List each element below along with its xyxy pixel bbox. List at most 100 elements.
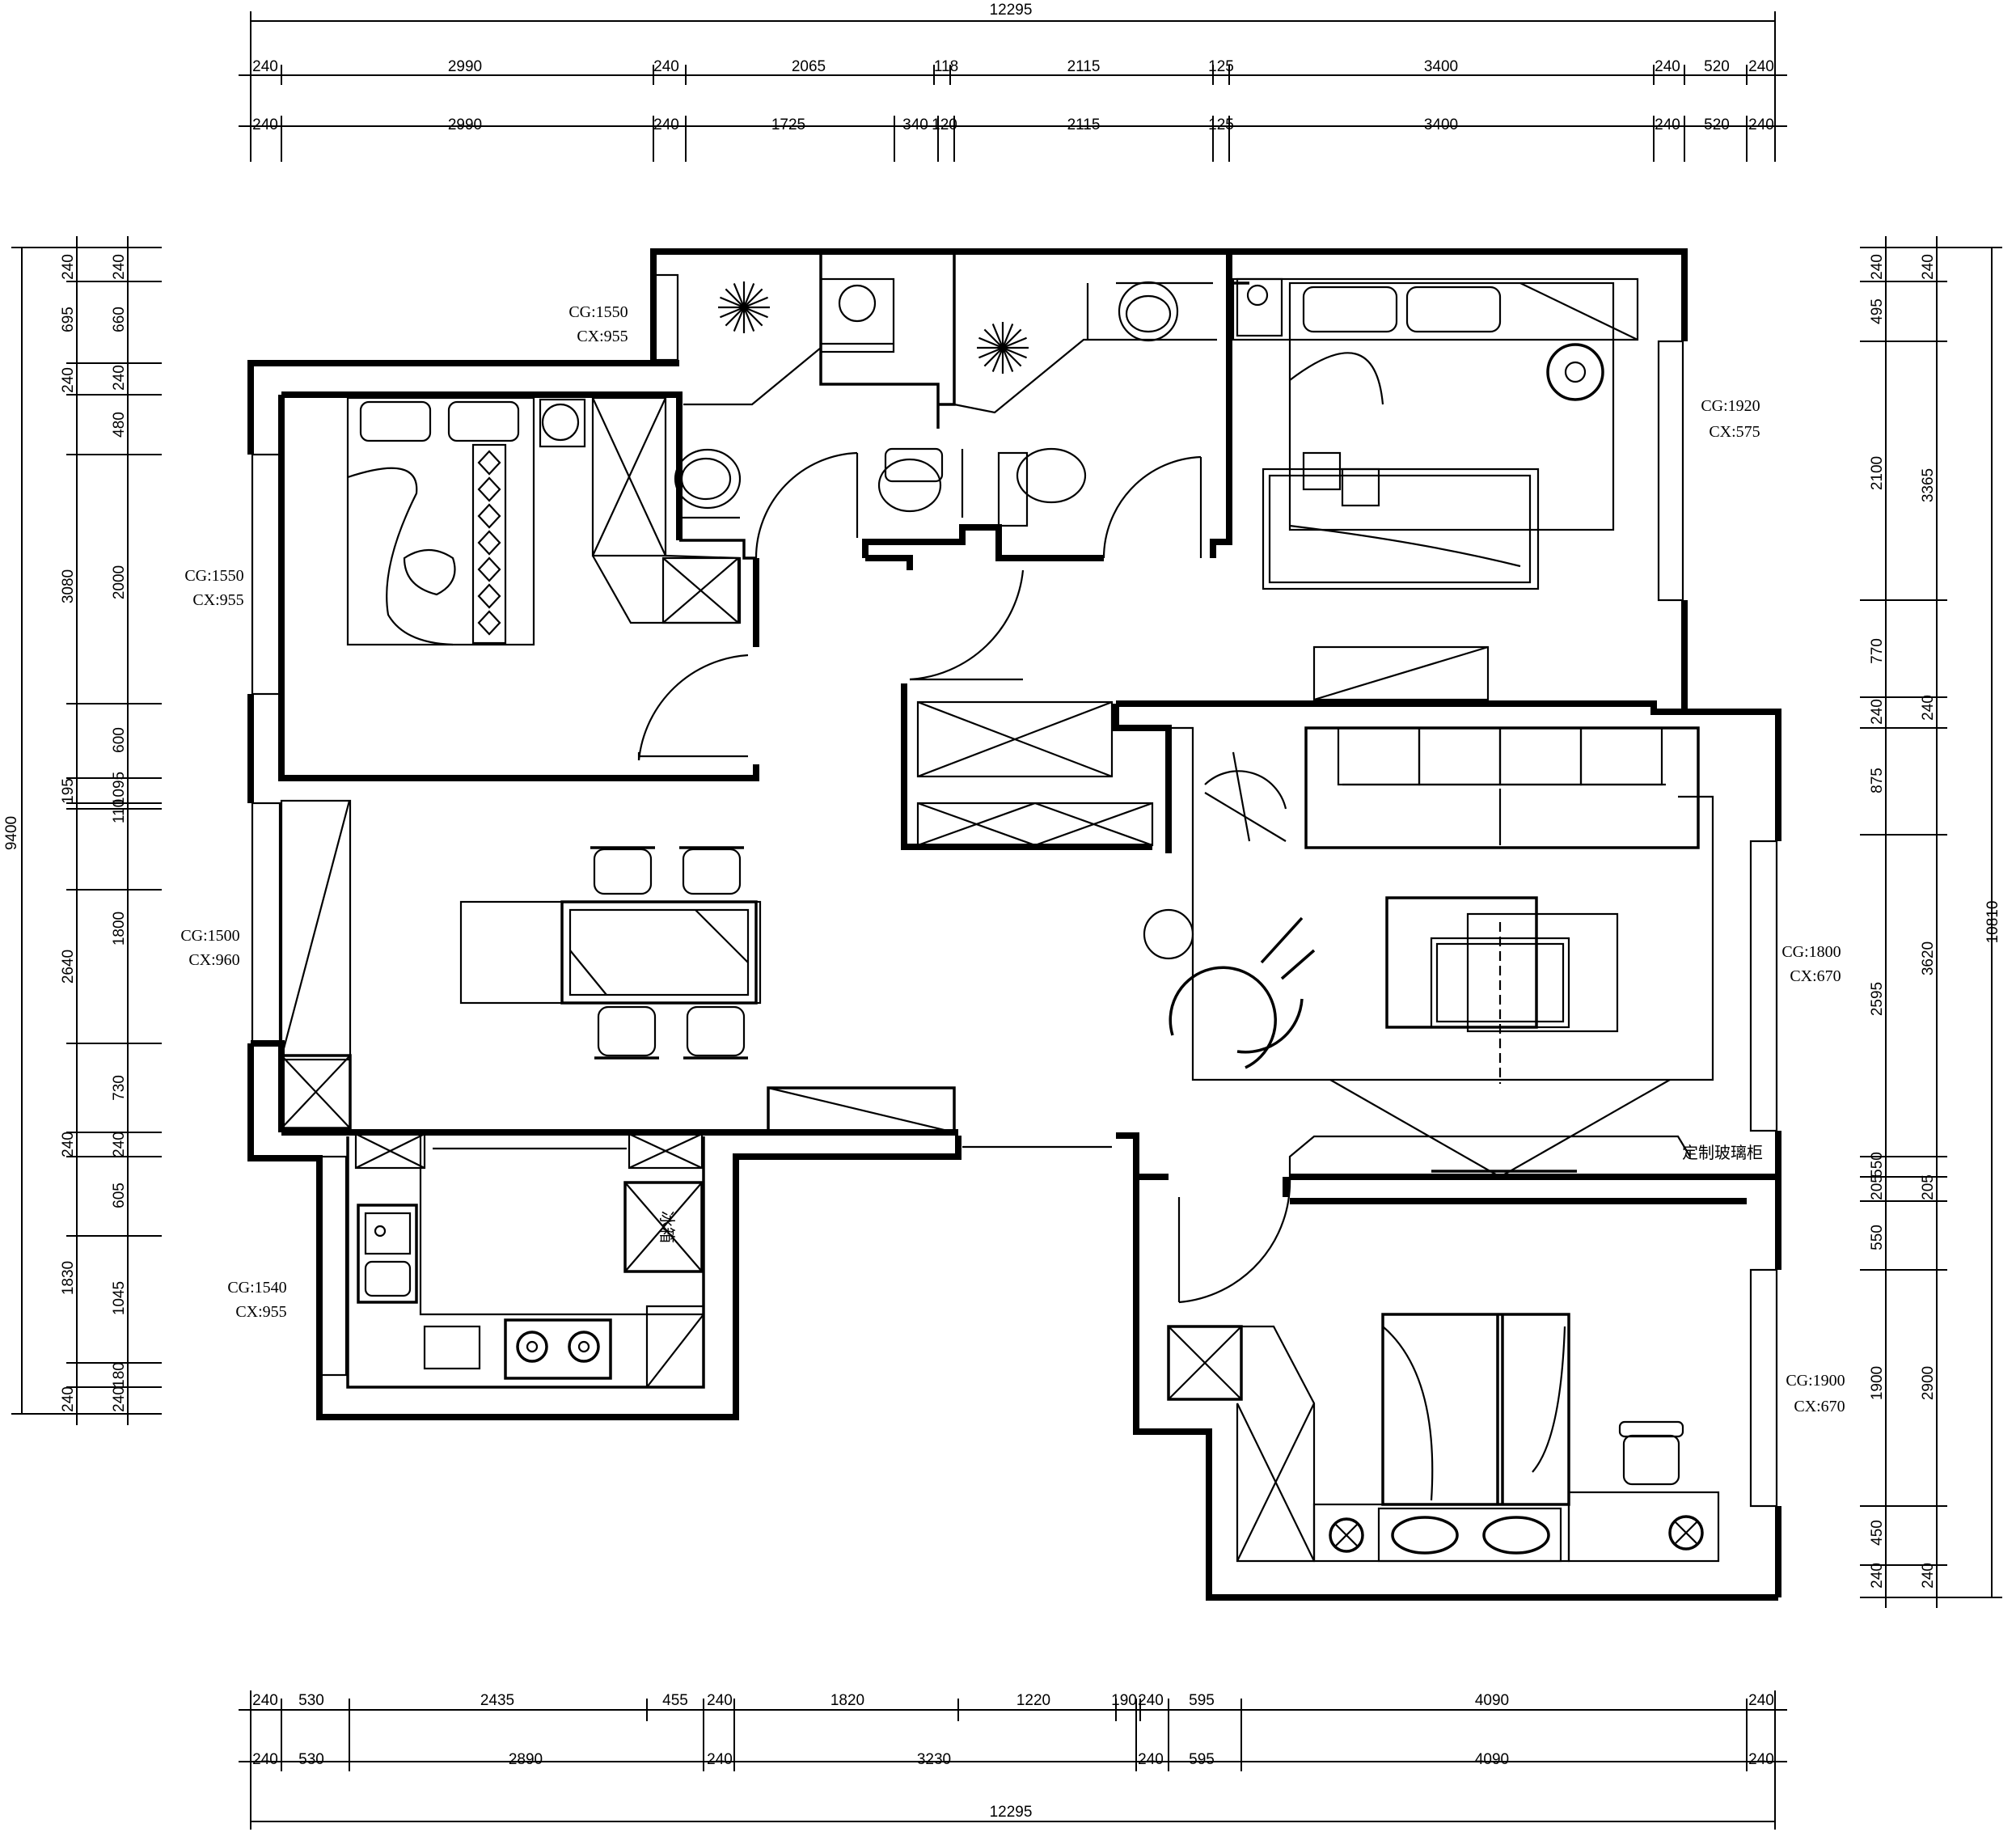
bathroom-1 [674,277,964,559]
right-dim-6: 2900 [1920,1366,1937,1400]
bot-dim-8: 190 [1111,1692,1137,1709]
right-dim-1: 240 [1920,254,1937,280]
left-dimensions: 9400 240 695 240 3080 195 2640 240 1830 … [3,236,162,1425]
bot-dim-10: 595 [1189,1692,1215,1709]
right-dim-7: 240 [1920,1563,1937,1589]
right2-dim-13: 240 [1869,1563,1886,1589]
top2-dim-1: 240 [252,116,278,133]
shower-head-ray [1001,347,1014,372]
top-dim-8: 3400 [1424,58,1458,75]
top2-dim-4: 1725 [771,116,805,133]
shower-head-ray [1002,336,1027,349]
bot-dim-6: 1820 [830,1692,864,1709]
right-dim-3: 240 [1920,695,1937,721]
bot2-dim-3: 2890 [509,1751,543,1768]
top-dim-5: 118 [934,58,958,75]
dining-area [280,799,956,1134]
top-dimensions: 12295 240 2990 240 2065 118 2115 125 340… [239,2,1787,162]
bathroom-2 [953,281,1217,559]
shower-head-ray [1002,347,1022,367]
shower-head-ray [725,288,745,308]
bot2-dim-9: 240 [1748,1751,1774,1768]
bot2-dim-4: 240 [707,1751,733,1768]
bot-dim-7: 1220 [1016,1692,1050,1709]
bedroom-3 [1167,1313,1720,1563]
shower-head-ray [742,307,755,332]
top2-dim-11: 520 [1704,116,1730,133]
right2-dim-11: 1900 [1869,1366,1886,1400]
bedroom-1 [346,396,749,761]
master-bedroom [1232,277,1639,701]
top2-dim-6: 120 [932,116,957,133]
right-dimensions: 10810 240 3365 240 3620 205 2900 240 240… [1860,236,2002,1608]
left2-dim-15: 240 [111,1386,128,1412]
window-label-cx-2: CX:955 [192,591,243,609]
left-dim-7: 240 [60,1132,77,1157]
left2-dim-3: 240 [111,365,128,391]
left-dim-8: 1830 [60,1261,77,1295]
shower-head-ray [1001,324,1014,349]
bot-dim-9: 240 [1138,1692,1164,1709]
right2-dim-8: 205 [1869,1174,1886,1200]
window-label-cg-4: CG:1540 [227,1279,286,1297]
left2-dim-9: 1800 [111,912,128,946]
window-label-cx-1: CX:955 [577,328,628,345]
top2-dim-3: 240 [653,116,679,133]
shower-head-ray [743,296,768,309]
left2-dim-13: 1045 [111,1281,128,1315]
right2-dim-2: 495 [1869,298,1886,324]
shower-head-ray [720,296,745,309]
quilt-diamond [477,583,501,609]
top-total-dim: 12295 [990,2,1033,19]
window-label-cx-4: CX:955 [235,1303,286,1321]
left-dim-5: 195 [60,778,77,804]
window-label-cx-3: CX:960 [188,951,239,969]
bot2-dim-1: 240 [252,1751,278,1768]
left-total-dim: 9400 [3,816,20,850]
left2-dim-11: 240 [111,1132,128,1157]
right2-dim-5: 240 [1869,699,1886,725]
top-dim-9: 240 [1655,58,1680,75]
glass-cabinet-label: 定制玻璃柜 [1682,1144,1763,1162]
left-dim-2: 695 [60,307,77,332]
quilt-diamond [477,610,501,636]
left2-dim-7: 1095 [111,772,128,806]
shower-head-ray [983,347,1004,367]
right-dim-5: 205 [1920,1174,1937,1200]
top-dim-2: 2990 [448,58,482,75]
right-dim-2: 3365 [1920,468,1937,502]
shower-head-ray [733,307,746,332]
shower-head-ray [743,307,763,327]
exterior-walls [247,248,1781,1601]
top-dim-10: 520 [1704,58,1730,75]
right2-dim-7: 2595 [1869,982,1886,1016]
bot-dim-11: 4090 [1475,1692,1509,1709]
top-dim-6: 2115 [1067,58,1101,75]
right2-dim-4: 770 [1869,638,1886,664]
quilt-diamond [477,530,501,556]
window-label-cg-1: CG:1550 [568,303,628,321]
bot2-dim-7: 595 [1189,1751,1215,1768]
left2-dim-5: 2000 [111,565,128,599]
bottom-dimensions: 240 530 2435 455 240 1820 1220 190 240 5… [239,1690,1787,1830]
window-labels: CG:1550 CX:955 CG:1550 CX:955 CG:1500 CX… [180,303,1845,1415]
left2-dim-6: 600 [111,727,128,753]
bot-dim-3: 2435 [480,1692,514,1709]
left2-dim-10: 730 [111,1075,128,1101]
shower-head-ray [733,283,746,308]
top2-dim-2: 2990 [448,116,482,133]
windows [251,273,1778,1508]
left2-dim-14: 180 [111,1362,128,1388]
shower-head-ray [743,288,763,308]
quilt-diamond [477,476,501,502]
bot2-dim-6: 240 [1138,1751,1164,1768]
bot-dim-1: 240 [252,1692,278,1709]
bot-dim-4: 455 [662,1692,688,1709]
bot2-dim-8: 4090 [1475,1751,1509,1768]
kitchen: 冰箱 [354,1132,705,1388]
right2-dim-1: 240 [1869,254,1886,280]
right2-dim-12: 450 [1869,1520,1886,1546]
right2-dim-6: 875 [1869,768,1886,793]
window-label-cg-5: CG:1920 [1701,397,1760,415]
